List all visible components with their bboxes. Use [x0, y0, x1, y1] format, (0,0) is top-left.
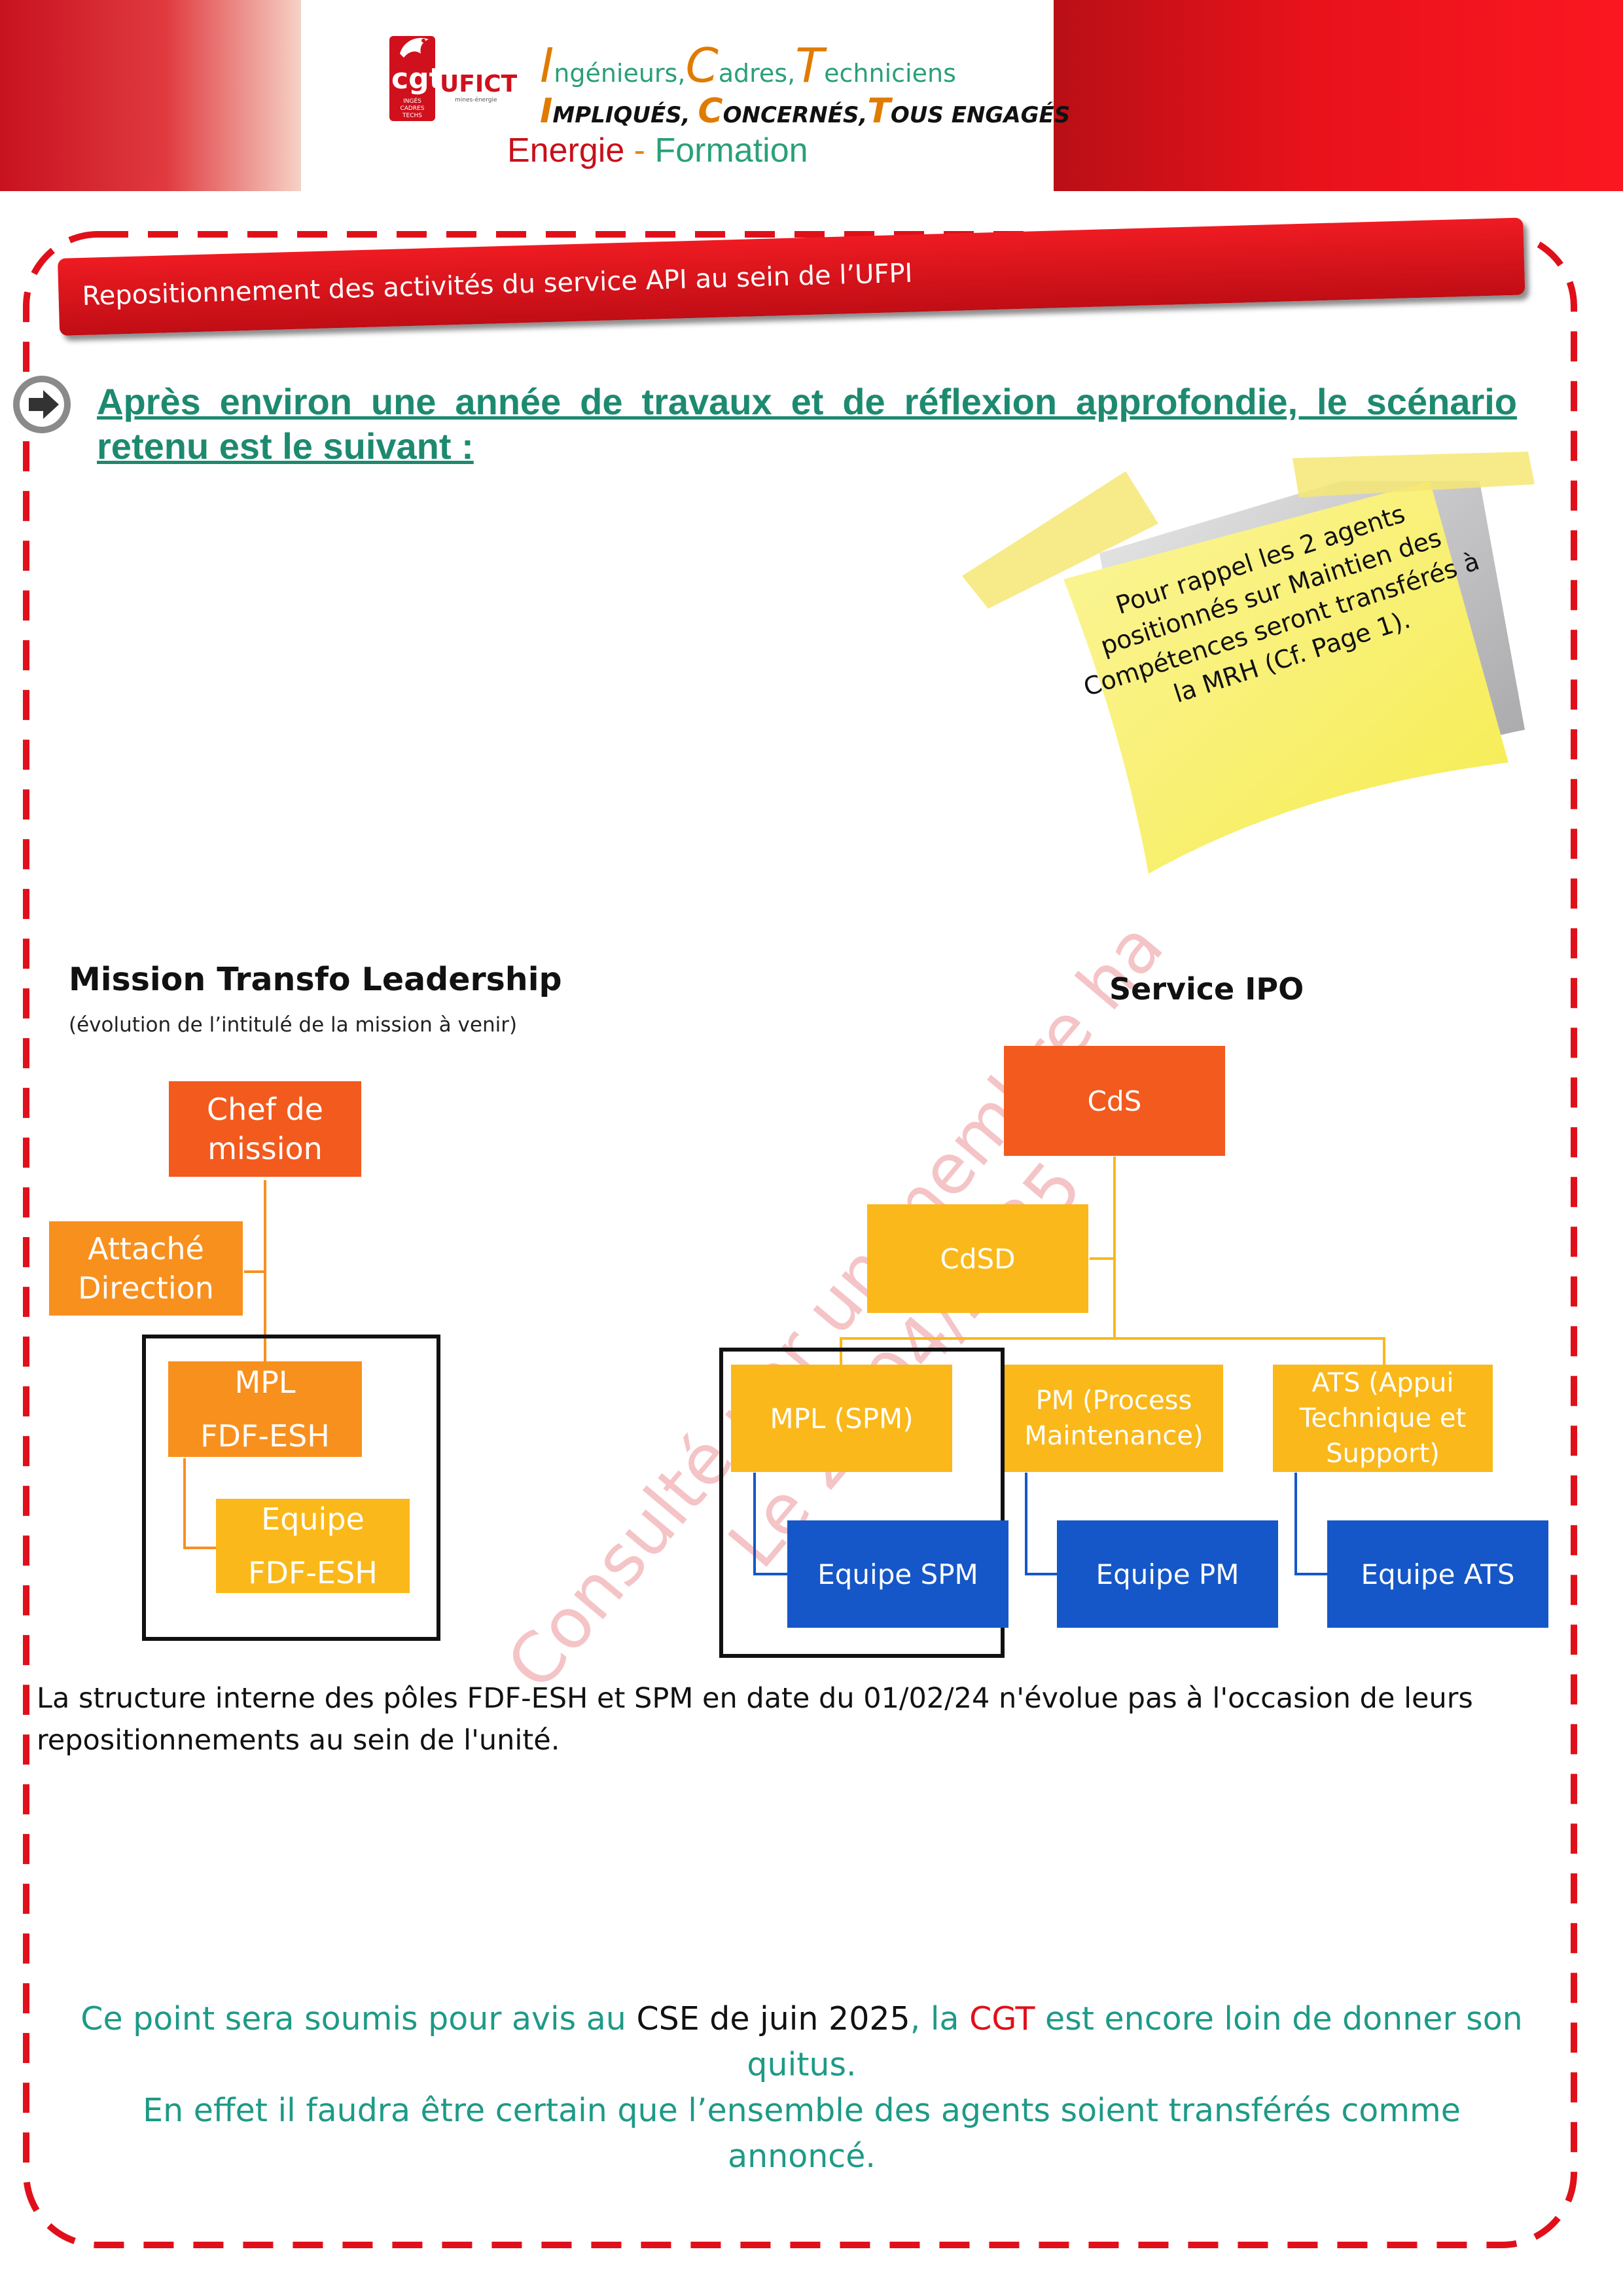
conclusion-cse: CSE de juin 2025: [636, 2000, 910, 2037]
node-label-line: Equipe: [261, 1501, 365, 1537]
conclusion-text: Ce point sera soumis pour avis au: [80, 2000, 637, 2037]
brand-energie-formation: Energie - Formation: [507, 131, 808, 170]
node-label-line: MPL: [234, 1365, 296, 1400]
tape-left: [962, 471, 1158, 609]
tagline-word: ONCERNÉS,: [722, 102, 868, 128]
conclusion-text: est encore loin de donner son quitus.: [747, 2000, 1523, 2083]
tagline-cap: I: [540, 92, 553, 131]
logo-subtitle: mines-énergie: [455, 97, 497, 103]
node-equipe-ats: Equipe ATS: [1327, 1520, 1548, 1628]
node-equipe-fdf-esh: Equipe FDF-ESH: [216, 1499, 410, 1593]
node-chef-de-mission: Chef de mission: [169, 1081, 361, 1177]
tagline-word: MPLIQUÉS,: [552, 102, 690, 128]
logo-small-line: CADRES: [400, 105, 425, 112]
tagline-cap: I: [540, 38, 554, 93]
left-chart-subtitle: (évolution de l’intitulé de la mission à…: [69, 1013, 518, 1037]
tagline-2: IMPLIQUÉS, CONCERNÉS,TOUS ENGAGÉS: [540, 92, 1070, 131]
sticky-note: [1063, 481, 1525, 874]
left-chart-title: Mission Transfo Leadership: [69, 961, 562, 998]
node-cdsd: CdSD: [867, 1204, 1088, 1313]
right-chart-title: Service IPO: [1109, 971, 1304, 1007]
brand-separator: -: [624, 132, 655, 170]
tagline-cap: T: [867, 92, 891, 131]
tagline-cap: C: [698, 92, 723, 131]
headline: Après environ une année de travaux et de…: [97, 381, 1517, 467]
highlight-frame-left: [142, 1335, 440, 1641]
node-label-line: FDF-ESH: [248, 1555, 378, 1590]
tagline-cap: T: [795, 38, 825, 93]
tagline-cap: C: [685, 38, 719, 93]
brand-energie: Energie: [507, 132, 625, 170]
logo-ufict: UFICT: [440, 71, 518, 98]
tape-right: [1293, 452, 1535, 497]
tagline-1: Ingénieurs,Cadres,Techniciens: [540, 38, 956, 93]
node-label-line: FDF-ESH: [200, 1418, 330, 1454]
conclusion-line-2: En effet il faudra être certain que l’en…: [143, 2092, 1461, 2175]
highlight-frame-right: [719, 1348, 1005, 1658]
logo-small-line: TECHS: [402, 113, 422, 119]
logo-small-text: INGÉS CADRES TECHS: [393, 98, 432, 120]
conclusion-text: , la: [910, 2000, 970, 2037]
tagline-word: echniciens: [824, 59, 956, 88]
arrow-right-icon: [13, 376, 71, 433]
node-mpl-spm: MPL (SPM): [731, 1365, 952, 1472]
node-attache-direction: Attaché Direction: [49, 1221, 243, 1316]
node-mpl-fdf-esh: MPL FDF-ESH: [168, 1361, 362, 1457]
logo-small-line: INGÉS: [403, 98, 421, 105]
node-equipe-pm: Equipe PM: [1057, 1520, 1278, 1628]
header-left-band: [0, 0, 301, 191]
header-right-band: [1054, 0, 1623, 191]
structure-paragraph: La structure interne des pôles FDF-ESH e…: [37, 1682, 1473, 1757]
tagline-word: ngénieurs,: [554, 59, 686, 88]
brand-formation: Formation: [654, 132, 808, 170]
node-ats: ATS (Appui Technique et Support): [1273, 1365, 1493, 1472]
conclusion: Ce point sera soumis pour avis au CSE de…: [72, 1996, 1531, 2179]
bird-icon: [400, 38, 429, 58]
conclusion-line-1: Ce point sera soumis pour avis au CSE de…: [72, 1996, 1531, 2088]
node-pm: PM (Process Maintenance): [1005, 1365, 1223, 1472]
node-cds: CdS: [1004, 1046, 1225, 1156]
node-equipe-spm: Equipe SPM: [787, 1520, 1008, 1628]
conclusion-cgt: CGT: [969, 2000, 1035, 2037]
tagline-word: OUS ENGAGÉS: [890, 102, 1071, 128]
tagline-word: adres,: [718, 59, 796, 88]
